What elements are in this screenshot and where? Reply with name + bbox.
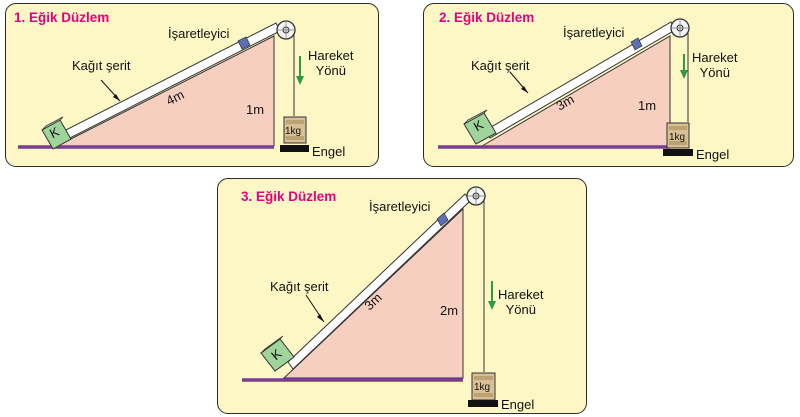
marker xyxy=(436,212,449,227)
pointer-arrowhead xyxy=(317,314,324,322)
height-label: 2m xyxy=(440,303,459,318)
stopper xyxy=(468,400,498,407)
marker xyxy=(237,36,251,50)
weight-label: 1kg xyxy=(669,132,686,143)
stopper-label: Engel xyxy=(312,144,346,159)
pointer-arrowhead xyxy=(521,86,528,93)
paper-strip-label: Kağıt şerit xyxy=(72,58,131,73)
height-label: 1m xyxy=(246,102,265,117)
ramp-triangle xyxy=(56,35,275,147)
panel-title: 1. Eğik Düzlem xyxy=(14,10,110,25)
marker-label: İşaretleyici xyxy=(563,25,625,40)
weight-label: 1kg xyxy=(285,126,302,137)
inclined-plane-1-drawing xyxy=(18,20,309,152)
direction-label: Hareket Yönü xyxy=(692,50,738,80)
pointer-arrowhead xyxy=(113,94,120,101)
panel-title: 3. Eğik Düzlem xyxy=(241,189,337,204)
marker-label: İşaretleyici xyxy=(168,26,230,41)
pulley-icon xyxy=(276,20,296,40)
direction-arrow-icon xyxy=(488,281,496,310)
weight-1kg xyxy=(666,122,690,149)
paper-strip-label: Kağıt şerit xyxy=(270,279,329,294)
inclined-plane-3-drawing xyxy=(242,186,498,407)
direction-label: Hareket Yönü xyxy=(308,48,354,78)
weight-1kg xyxy=(471,372,496,401)
direction-arrow-icon xyxy=(680,54,688,79)
inclined-plane-panel-3: 3. Eğik Düzlem İşaretleyici Kağıt şerit … xyxy=(217,178,587,414)
direction-arrow-icon xyxy=(296,56,304,85)
stopper-label: Engel xyxy=(696,147,730,162)
marker-label: İşaretleyici xyxy=(369,199,431,214)
pulley-icon xyxy=(670,18,690,38)
stopper xyxy=(663,149,693,156)
block-k xyxy=(41,116,72,150)
inclined-plane-2-drawing xyxy=(438,18,693,156)
weight-label: 1kg xyxy=(474,382,491,393)
block-k xyxy=(260,335,295,372)
pulley-icon xyxy=(466,186,486,206)
marker xyxy=(630,37,643,51)
height-label: 1m xyxy=(638,98,657,113)
ramp-triangle xyxy=(480,35,671,147)
inclined-plane-panel-2: 2. Eğik Düzlem İşaretleyici Kağıt şerit … xyxy=(423,3,794,167)
stopper xyxy=(280,145,309,152)
weight-1kg xyxy=(283,116,307,144)
block-k xyxy=(463,109,497,145)
panel-title: 2. Eğik Düzlem xyxy=(439,10,535,25)
paper-strip-label: Kağıt şerit xyxy=(471,58,530,73)
inclined-plane-panel-1: 1. Eğik Düzlem İşaretleyici Kağıt şerit … xyxy=(5,3,379,167)
stopper-label: Engel xyxy=(501,397,535,412)
direction-label: Hareket Yönü xyxy=(498,287,544,317)
